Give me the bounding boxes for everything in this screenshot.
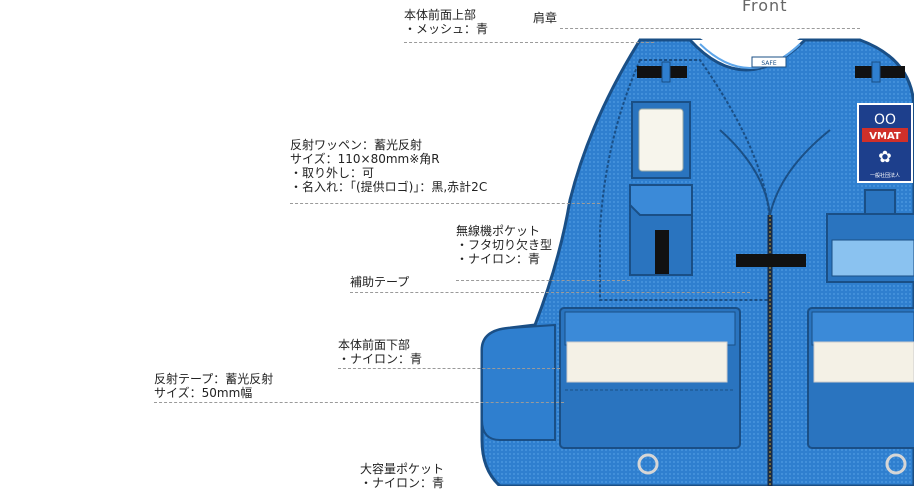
radio-slot (655, 230, 669, 274)
badge (857, 103, 913, 183)
svg-text:VMAT: VMAT (869, 131, 901, 142)
label-radio-pocket: 無線機ポケット ・フタ切り欠き型 ・ナイロン：青 (456, 224, 553, 266)
leader-aux-tape (350, 292, 750, 293)
side-flap (481, 323, 556, 441)
right-small-pocket (864, 189, 896, 217)
svg-text:SAFE: SAFE (761, 60, 776, 67)
collar-tag (751, 56, 787, 68)
label-upper-front: 本体前面上部 ・メッシュ：青 (404, 8, 489, 36)
svg-text:OO: OO (874, 112, 896, 128)
view-label: Front (742, 0, 788, 15)
leader-reflective-tape (154, 402, 564, 403)
label-reflective-tape: 反射テープ：蓄光反射 サイズ：50mm幅 (154, 372, 274, 400)
aux-tape (736, 254, 806, 267)
leader-upper-front (404, 42, 654, 43)
label-aux-tape: 補助テープ (350, 275, 410, 289)
leader-patch (290, 203, 600, 204)
reflective-patch (638, 108, 684, 172)
leader-radio (456, 280, 630, 281)
label-epaulette: 肩章 (533, 11, 558, 25)
d-ring-left (637, 453, 659, 475)
reflective-tape-right (813, 341, 914, 383)
label-lower-front: 本体前面下部 ・ナイロン：青 (338, 338, 423, 366)
leader-lower-front (338, 368, 560, 369)
label-reflective-patch: 反射ワッペン：蓄光反射 サイズ：110×80mm※角R ・取り外し：可 ・名入れ… (290, 138, 488, 194)
leader-epaulette (560, 28, 860, 29)
svg-text:✿: ✿ (878, 147, 891, 166)
d-ring-right (885, 453, 907, 475)
reflective-tape-left (566, 341, 728, 383)
svg-text:一般社団法人: 一般社団法人 (870, 172, 900, 179)
